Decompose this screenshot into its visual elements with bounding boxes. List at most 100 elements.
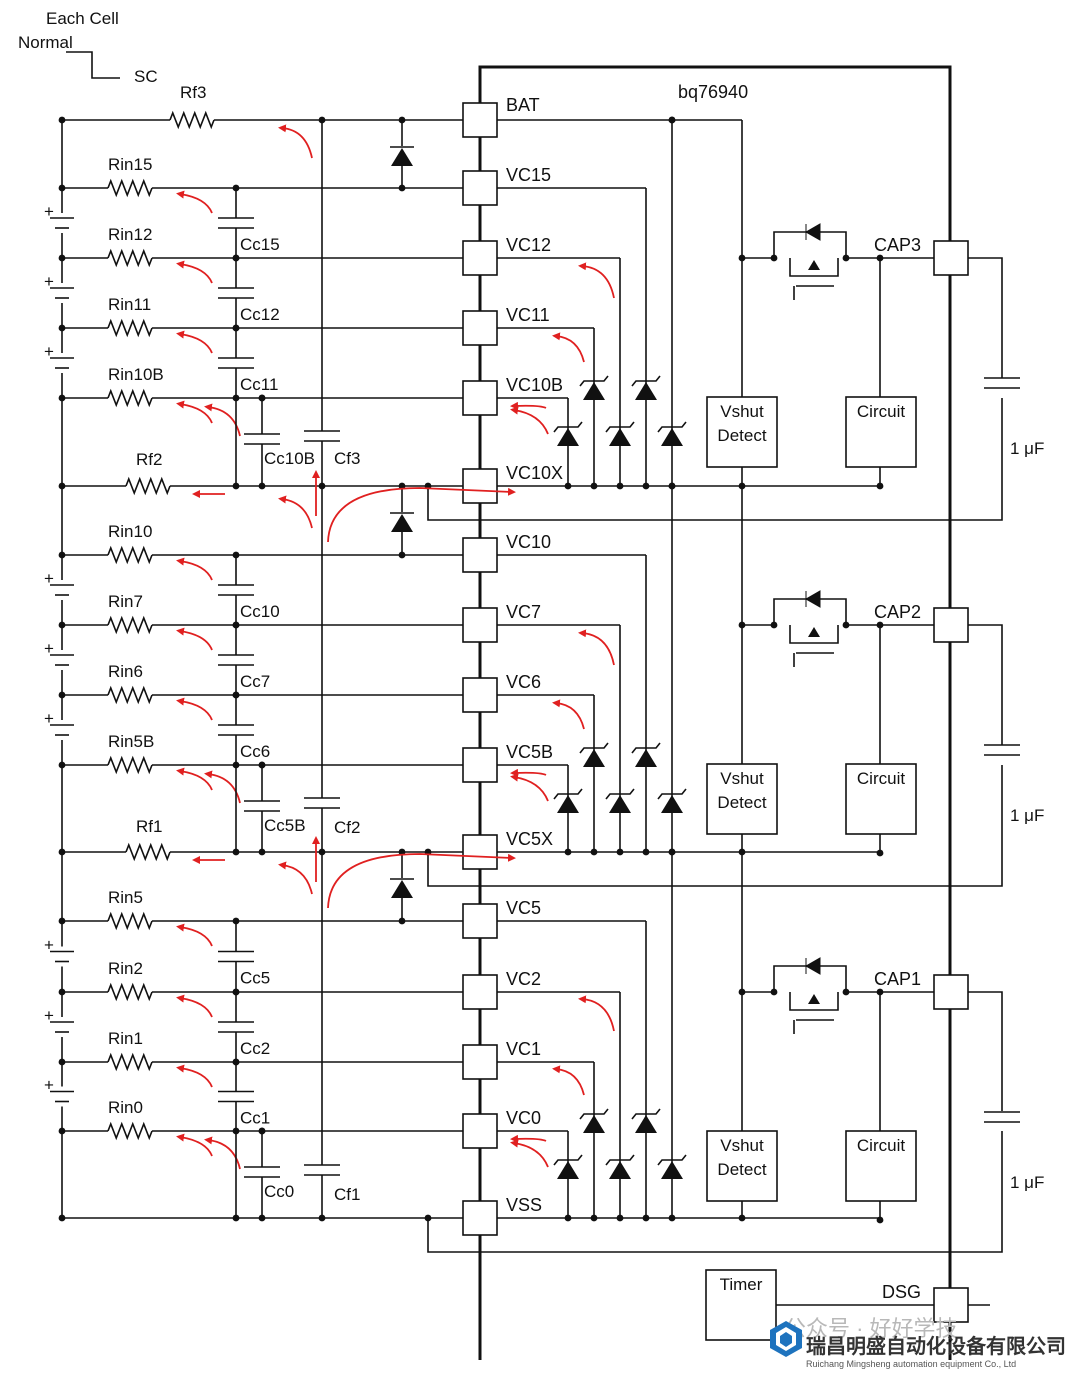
junction-dot <box>58 116 66 124</box>
junction-dot <box>616 1214 624 1222</box>
junction-dot <box>258 1127 266 1135</box>
zener-diode <box>631 742 661 767</box>
pin-label-cap2: CAP2 <box>874 602 921 622</box>
pin-vc5 <box>462 903 498 939</box>
cell-plus-sign: + <box>44 272 54 291</box>
pin-vc10x <box>462 468 498 504</box>
pin-vc10b <box>462 380 498 416</box>
junction-dot <box>590 482 598 490</box>
pin-label-vc1: VC1 <box>506 1039 541 1059</box>
capacitor-label-cc1: Cc1 <box>240 1109 270 1128</box>
vc5-clamp-diode <box>390 878 414 898</box>
junction-dot <box>642 482 650 490</box>
pin-bat <box>462 102 498 138</box>
capacitor-label-cc5: Cc5 <box>240 969 270 988</box>
capacitor-cf1 <box>304 1164 340 1176</box>
current-arrow <box>510 768 547 777</box>
junction-dot <box>58 1214 66 1222</box>
vc10-clamp-diode <box>390 512 414 532</box>
capacitor-label-1uf: 1 μF <box>1010 806 1044 825</box>
cell-plus-sign: + <box>44 639 54 658</box>
junction-dot <box>842 621 850 629</box>
resistor-rin11 <box>107 318 153 338</box>
legend-normal: Normal <box>18 33 73 52</box>
resistor-rin1 <box>107 1052 153 1072</box>
current-arrow <box>327 853 516 909</box>
current-arrow <box>578 262 615 299</box>
pin-label-dsg: DSG <box>882 1282 921 1302</box>
current-arrow <box>510 1139 549 1168</box>
resistor-rf1 <box>125 842 171 862</box>
junction-dot <box>770 254 778 262</box>
battery-cell-icon: + <box>44 709 74 736</box>
pin-label-vc12: VC12 <box>506 235 551 255</box>
pin-vc6 <box>462 677 498 713</box>
junction-dot <box>590 1214 598 1222</box>
capacitor-label-cc10: Cc10 <box>240 602 280 621</box>
pin-label-vc10b: VC10B <box>506 375 563 395</box>
cell-plus-sign: + <box>44 1006 54 1025</box>
current-arrow <box>510 406 549 435</box>
junction-dot <box>842 254 850 262</box>
resistor-label-rf1: Rf1 <box>136 817 162 836</box>
current-arrow <box>552 332 585 363</box>
capacitor-cc1 <box>218 1090 254 1103</box>
zener-diode <box>631 1108 661 1133</box>
current-arrow <box>278 124 313 159</box>
pin-label-vc10: VC10 <box>506 532 551 552</box>
junction-dot <box>738 1214 746 1222</box>
cell-plus-sign: + <box>44 1076 54 1095</box>
legend-each-cell: Each Cell <box>46 9 119 28</box>
resistor-label-rin5: Rin5 <box>108 888 143 907</box>
pin-label-vss: VSS <box>506 1195 542 1215</box>
capacitor-1uf <box>984 1111 1020 1123</box>
circuit-label: Circuit <box>857 769 905 788</box>
resistor-rin10 <box>107 545 153 565</box>
resistor-rin5b <box>107 755 153 775</box>
junction-dot <box>842 988 850 996</box>
battery-cell-icon: + <box>44 272 74 299</box>
pin-vss <box>462 1200 498 1236</box>
company-logo-icon <box>770 1321 802 1357</box>
capacitor-cc0 <box>244 1166 280 1178</box>
junction-dot <box>398 116 406 124</box>
resistor-label-rin10: Rin10 <box>108 522 152 541</box>
capacitor-label-cc7: Cc7 <box>240 672 270 691</box>
resistor-rin12 <box>107 248 153 268</box>
current-arrow <box>176 557 213 581</box>
zener-diode <box>631 375 661 400</box>
circuit-block: Circuit <box>845 1130 917 1202</box>
mosfet-switch-icon <box>773 590 847 667</box>
pin-vc5b <box>462 747 498 783</box>
zener-diode <box>657 788 687 813</box>
pin-label-vc6: VC6 <box>506 672 541 692</box>
capacitor-cc10 <box>218 584 254 596</box>
pin-label-cap1: CAP1 <box>874 969 921 989</box>
capacitor-label-cc0: Cc0 <box>264 1182 294 1201</box>
chip-name: bq76940 <box>678 82 748 102</box>
pin-vc5x <box>462 834 498 870</box>
pin-vc11 <box>462 310 498 346</box>
current-arrow <box>204 403 241 437</box>
pin-label-vc10x: VC10X <box>506 463 563 483</box>
resistor-rin2 <box>107 982 153 1002</box>
resistor-label-rin12: Rin12 <box>108 225 152 244</box>
capacitor-label-cc12: Cc12 <box>240 305 280 324</box>
zener-diode <box>553 1154 583 1179</box>
timer-label: Timer <box>720 1275 763 1294</box>
cell-plus-sign: + <box>44 709 54 728</box>
capacitor-cc15 <box>218 217 254 229</box>
capacitor-label-1uf: 1 μF <box>1010 439 1044 458</box>
current-arrow <box>176 1133 213 1157</box>
current-arrow <box>552 699 585 730</box>
battery-cell-icon: + <box>44 1006 74 1033</box>
pin-vc15 <box>462 170 498 206</box>
junction-dot <box>876 849 884 857</box>
junction-dot <box>398 184 406 192</box>
junction-dot <box>398 551 406 559</box>
current-arrow <box>176 1064 213 1088</box>
resistor-rin0 <box>107 1121 153 1141</box>
junction-dot <box>876 1216 884 1224</box>
pin-dsg <box>933 1287 969 1323</box>
detect-label: Detect <box>717 1160 766 1179</box>
